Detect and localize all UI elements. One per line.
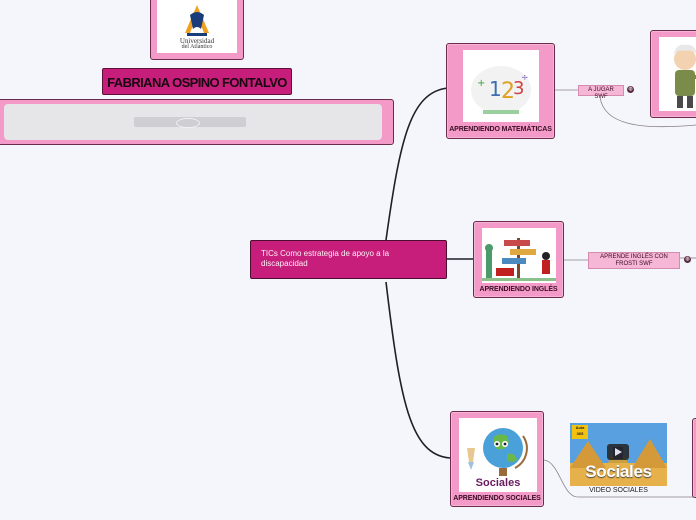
offscreen-card[interactable] <box>692 418 696 498</box>
svg-text:2: 2 <box>501 79 515 104</box>
branch-social-label: APRENDIENDO SOCIALES <box>453 495 541 502</box>
social-card-title: Sociales <box>475 477 521 489</box>
logo-image: Universidad del Atlántico <box>157 0 237 53</box>
link-social <box>385 281 451 459</box>
logo-text-line2: del Atlántico <box>181 44 213 50</box>
media-preview <box>4 104 382 140</box>
character-card[interactable] <box>650 30 696 118</box>
svg-text:+: + <box>477 78 485 89</box>
branch-social[interactable]: Sociales APRENDIENDO SOCIALES <box>450 411 544 507</box>
branch-english[interactable]: APRENDIENDO INGLÉS <box>473 221 564 298</box>
logo-text-line1: Universidad <box>179 37 215 45</box>
einstein-character-icon <box>673 44 696 108</box>
math-doodle-icon: 1 2 3 + ÷ <box>471 66 531 114</box>
central-topic-text: TICs Como estrategia de apoyo a la disca… <box>261 249 390 268</box>
video-badge-line2: 365 <box>576 431 584 436</box>
link-social-video <box>543 459 696 498</box>
logo-card[interactable]: Universidad del Atlántico <box>150 0 244 60</box>
math-link-tag[interactable]: A JUGAR SWF <box>578 85 624 100</box>
branch-math-label: APRENDIENDO MATEMÁTICAS <box>449 126 552 133</box>
english-link-tag[interactable]: APRENDE INGLÉS CON FROSTI SWF <box>588 252 680 269</box>
london-signpost-icon <box>482 238 556 281</box>
video-badge: Aula 365 <box>572 425 588 439</box>
english-link-text: APRENDE INGLÉS CON FROSTI SWF <box>600 254 668 267</box>
video-thumb-title: Sociales <box>585 462 652 481</box>
media-ring-icon <box>176 118 200 128</box>
math-link-text: A JUGAR SWF <box>588 87 614 100</box>
embedded-media-box[interactable] <box>0 99 394 145</box>
branch-english-label: APRENDIENDO INGLÉS <box>479 286 558 293</box>
math-illustration: 1 2 3 + ÷ <box>463 50 539 122</box>
social-illustration: Sociales <box>459 418 537 492</box>
university-logo-icon <box>185 5 209 36</box>
author-box[interactable]: FABRIANA OSPINO FONTALVO <box>102 68 292 95</box>
svg-text:3: 3 <box>513 78 524 99</box>
branch-math[interactable]: 1 2 3 + ÷ APRENDIENDO MATEMÁTICAS <box>446 43 555 139</box>
character-illustration <box>659 37 696 111</box>
svg-text:÷: ÷ <box>521 73 529 83</box>
english-illustration <box>482 228 556 283</box>
video-label: VIDEO SOCIALES <box>589 487 648 494</box>
globe-character-icon <box>467 428 528 476</box>
central-topic[interactable]: TICs Como estrategia de apoyo a la disca… <box>250 240 447 279</box>
link-tag-character <box>599 96 696 128</box>
svg-text:1: 1 <box>489 77 502 101</box>
math-link-globe-icon[interactable]: ◍ <box>627 86 634 93</box>
author-name: FABRIANA OSPINO FONTALVO <box>107 75 287 90</box>
english-link-globe-icon[interactable]: ◍ <box>684 256 691 263</box>
link-math <box>385 87 449 241</box>
video-badge-line1: Aula <box>575 425 585 430</box>
video-thumbnail[interactable]: Aula 365 Sociales <box>570 423 667 486</box>
play-icon[interactable] <box>607 444 629 460</box>
